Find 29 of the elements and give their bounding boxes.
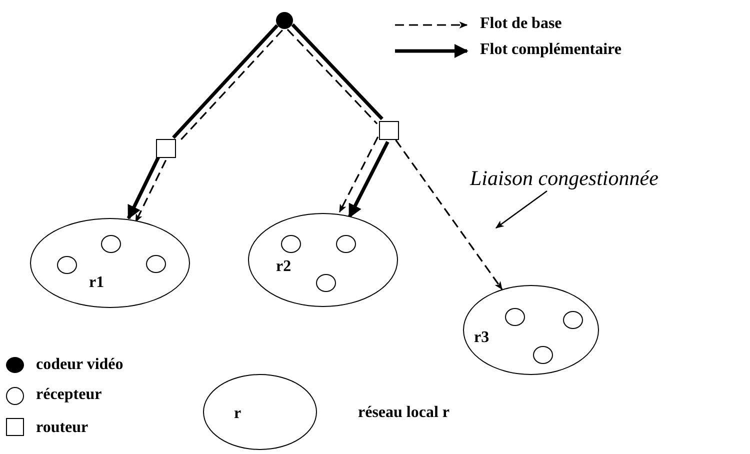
network-label: r3 (474, 330, 490, 346)
network-label: r2 (276, 259, 292, 275)
legend-text: réseau local r (358, 405, 450, 421)
receiver-circle (505, 308, 525, 326)
legend-text: routeur (36, 420, 88, 436)
network-label: r (234, 406, 242, 422)
router-box (156, 139, 176, 158)
arrow (348, 141, 390, 218)
receiver-circle (57, 256, 77, 274)
legend-text: codeur vidéo (36, 357, 124, 373)
legend-text: Flot complémentaire (480, 42, 622, 58)
receiver-circle (146, 255, 166, 273)
arrow (135, 160, 167, 222)
receiver-circle (563, 311, 583, 329)
network-label: r1 (89, 275, 104, 291)
receiver-circle (336, 235, 356, 253)
receiver-circle (533, 346, 553, 364)
annotation-text: Liaison congestionnée (470, 166, 658, 191)
receiver-circle (316, 274, 336, 292)
legend-text: récepteur (36, 387, 102, 403)
legend-text: Flot de base (480, 16, 562, 32)
router-box (379, 121, 399, 140)
receiver-circle (281, 235, 301, 253)
receiver-circle (101, 235, 121, 253)
arrow (338, 136, 379, 213)
arrow (126, 156, 160, 220)
encoder-dot (276, 12, 293, 29)
leader-arrow (495, 190, 548, 229)
arrow (395, 140, 503, 290)
